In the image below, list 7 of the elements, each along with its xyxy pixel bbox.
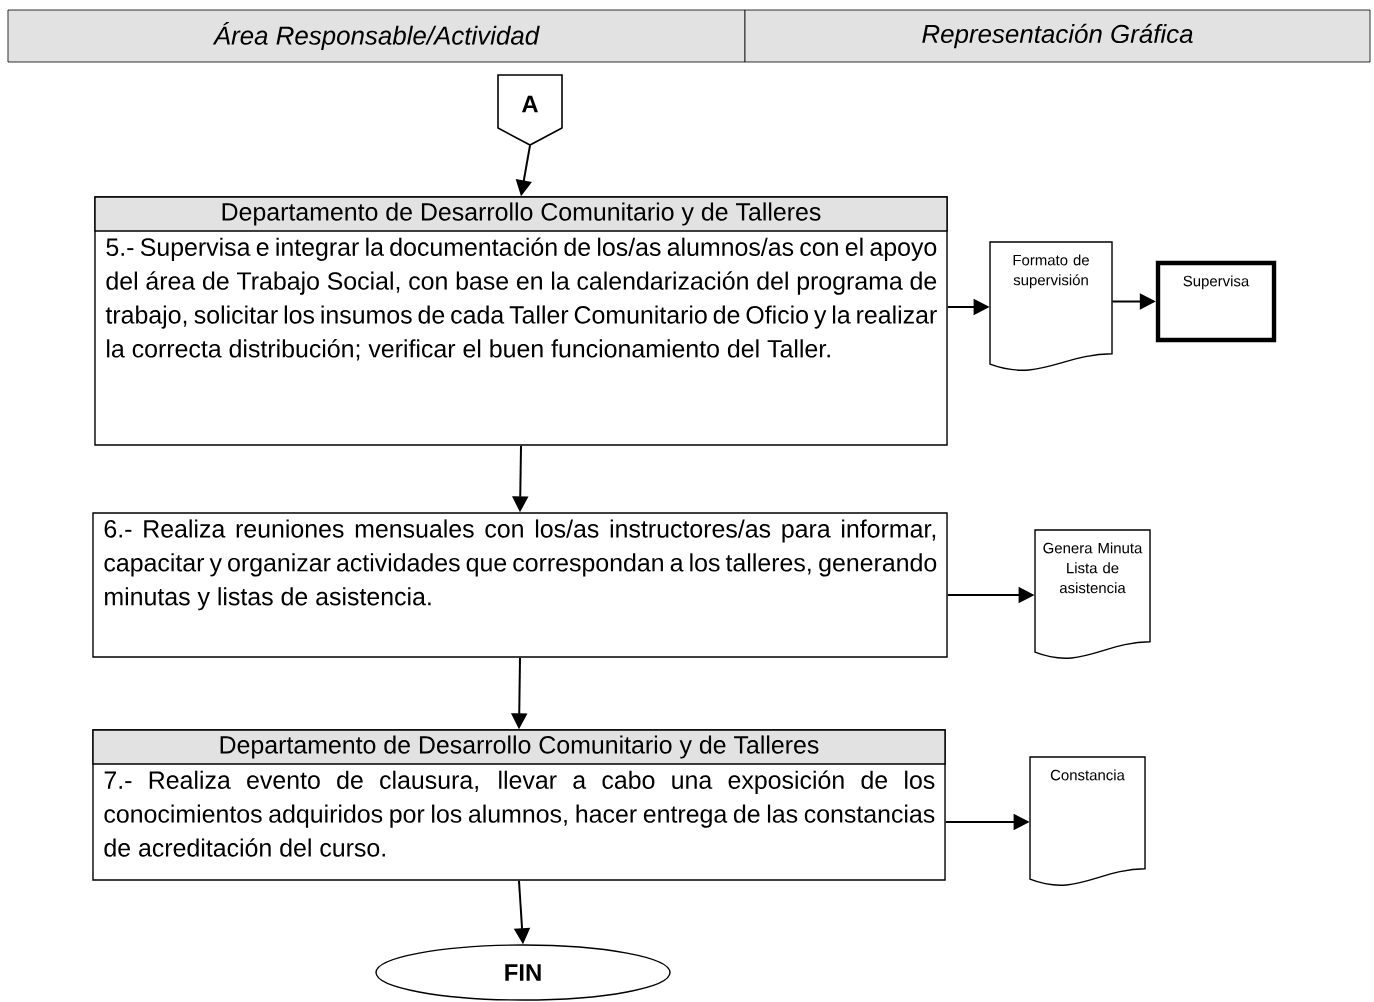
process-box: Supervisa (1155, 260, 1277, 343)
column-header: Representación Gráfica (744, 9, 1371, 63)
off-page-connector: A (497, 74, 563, 146)
process-box: Departamento de Desarrollo Comunitario y de Talleres 7.- Realiza evento de clausura, llevar a cabo una exposición de los conocimientos adquiridos por los alumnos, hacer entrega de las constancias de acreditación del curso. (92, 729, 946, 881)
column-header: Área Responsable/Actividad (7, 9, 746, 63)
process-box: Departamento de Desarrollo Comunitario y de Talleres 5.- Supervisa e integrar la documentación de los/as alumnos/as con el apoyo del área de Trabajo Social, con base en la calendarización del programa de trabajo, solicitar los insumos de cada Taller Comunitario de Oficio y la realizar la correcta distribución; verificar el buen funcionamiento del Taller. (94, 196, 948, 446)
process-box: 6.- Realiza reuniones mensuales con los/as instructores/as para informar, capacitar y organizar actividades que correspondan a los talleres, generando minutas y listas de asistencia. (92, 512, 948, 658)
